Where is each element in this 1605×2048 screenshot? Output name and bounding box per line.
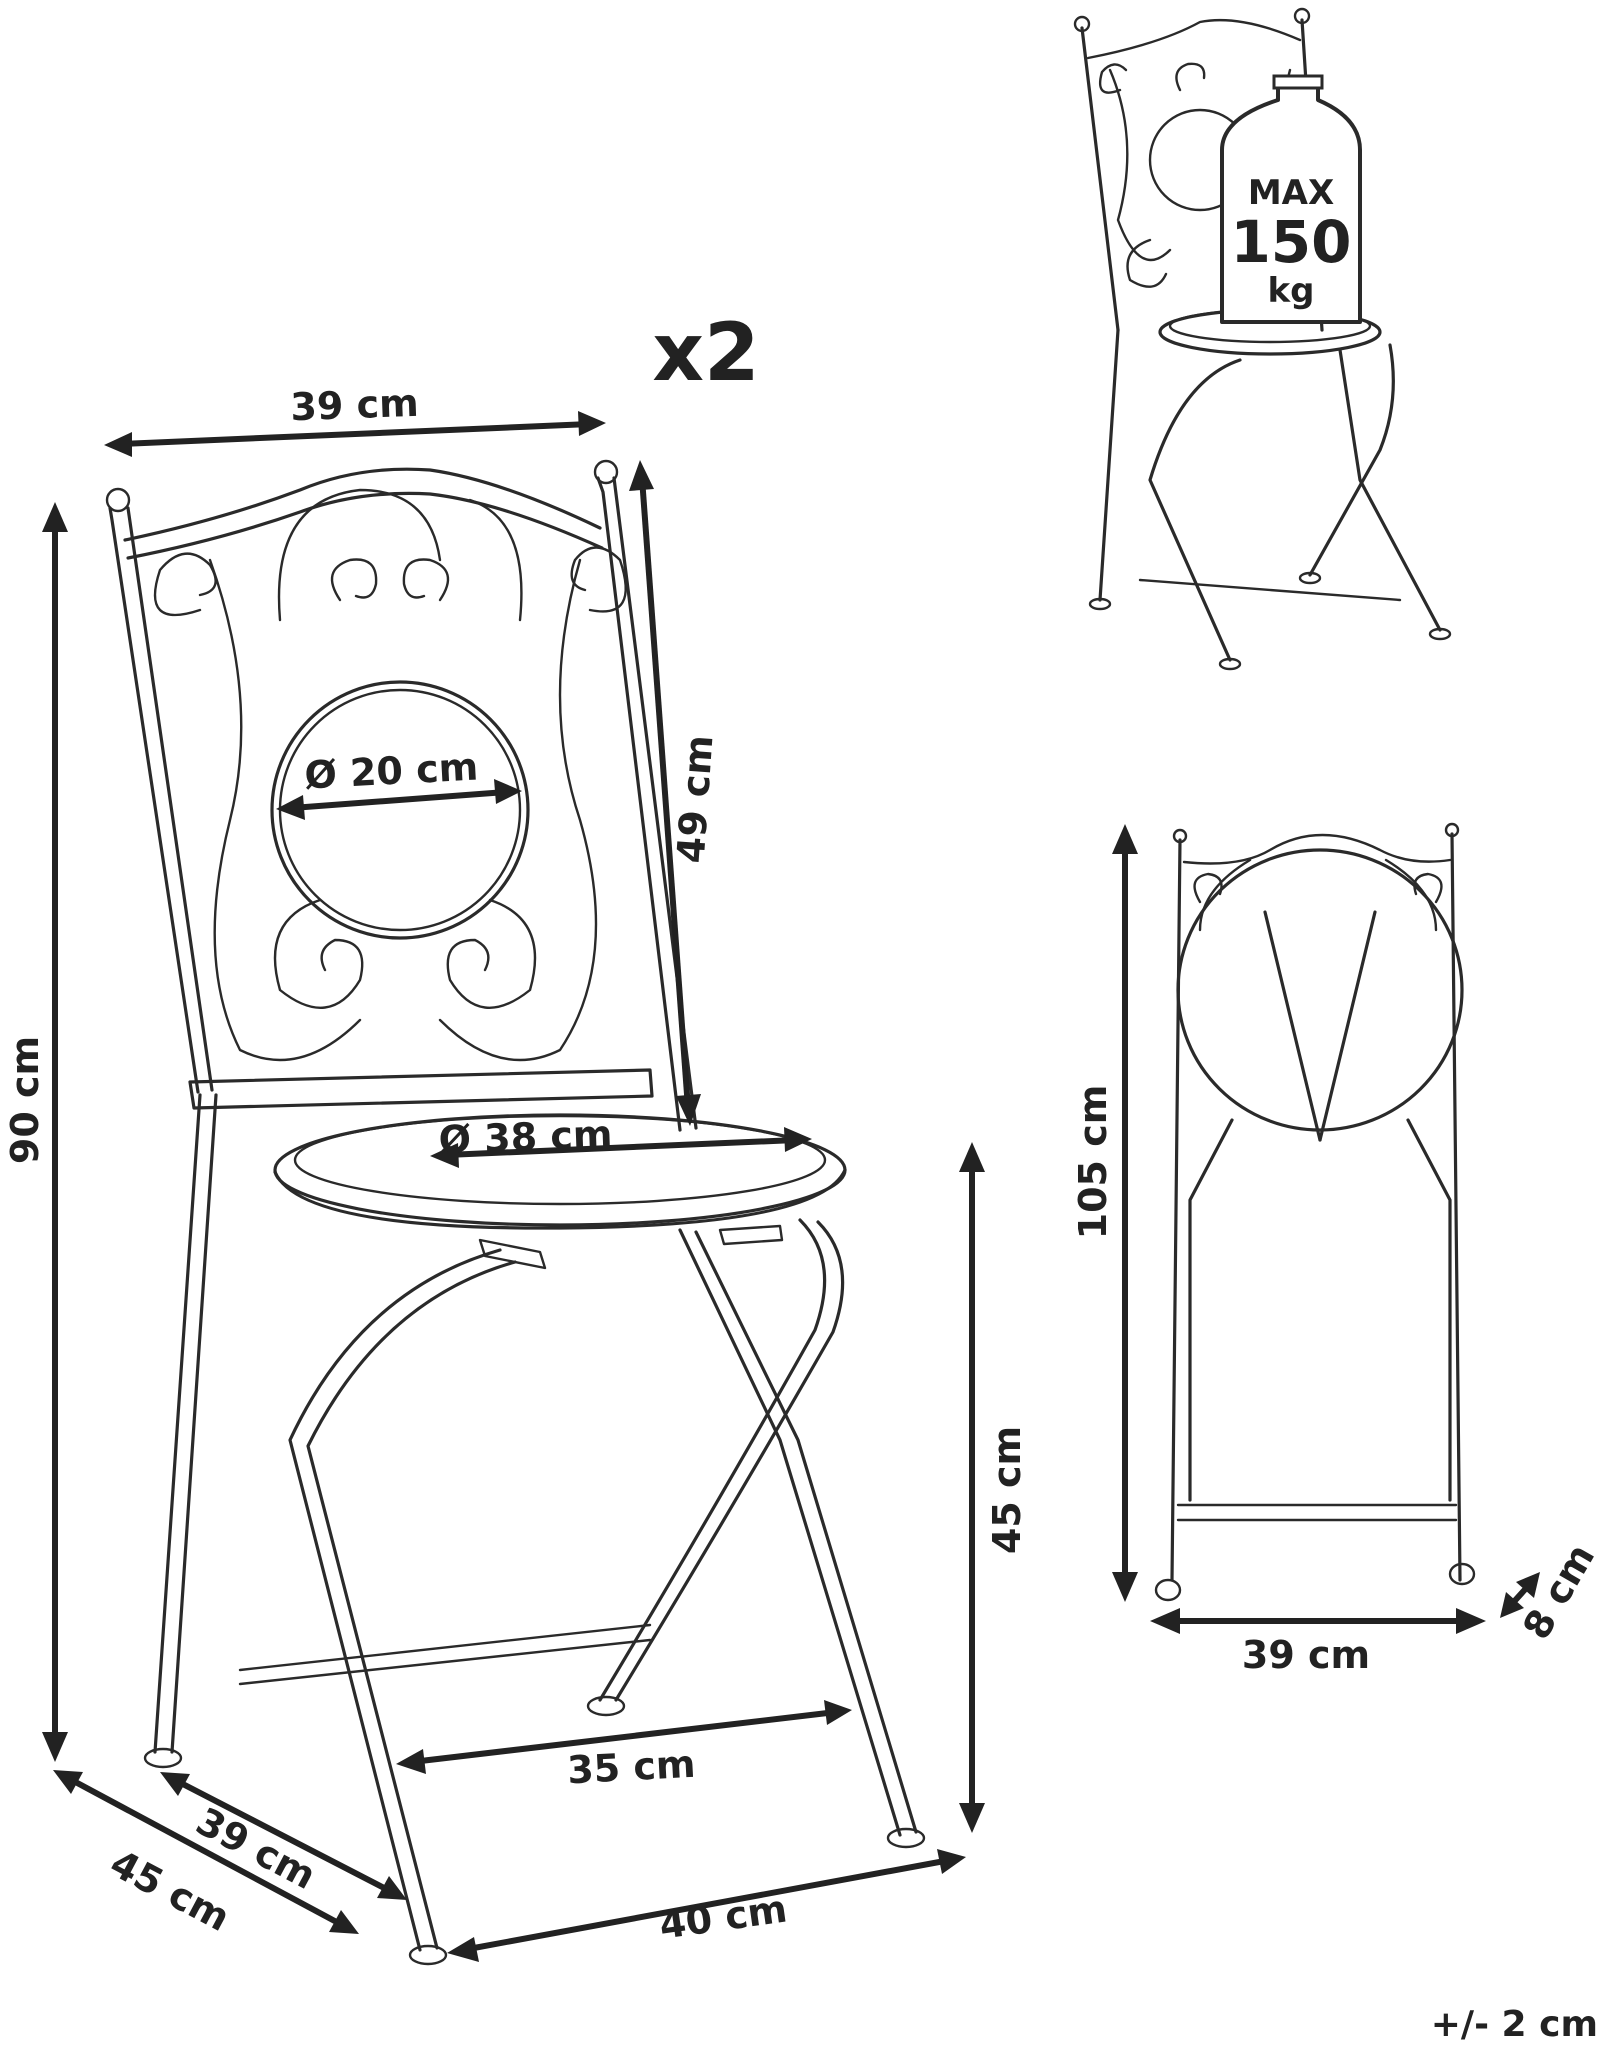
max-load-value: 150 — [1230, 208, 1351, 276]
quantity-label: x2 — [652, 306, 759, 399]
max-load-unit: kg — [1268, 271, 1315, 311]
folded-width-label: 39 cm — [1242, 1633, 1370, 1677]
tolerance-label: +/- 2 cm — [1431, 2004, 1598, 2045]
main-backrest-height-label: 49 cm — [669, 734, 722, 865]
main-depth-inner-label: 39 cm — [189, 1799, 323, 1898]
dimension-labels: x2 39 cm 90 cm 49 cm Ø 20 cm Ø 38 cm 45 … — [3, 306, 1603, 2045]
main-medallion-diameter-label: Ø 20 cm — [303, 745, 479, 798]
main-seat-height-label: 45 cm — [985, 1426, 1029, 1554]
max-load-badge: MAX 150 kg — [1220, 74, 1362, 324]
main-width-top-label: 39 cm — [290, 381, 420, 429]
main-dimension-lines — [42, 411, 985, 1962]
main-leg-span-label: 35 cm — [566, 1742, 696, 1793]
max-load-line1: MAX — [1248, 173, 1334, 213]
folded-dimension-lines — [1112, 824, 1540, 1634]
folded-height-label: 105 cm — [1071, 1085, 1115, 1240]
main-width-bottom-label: 40 cm — [657, 1886, 790, 1947]
main-chair-drawing — [105, 459, 926, 1966]
main-seat-diameter-label: Ø 38 cm — [438, 1112, 613, 1162]
folded-chair-drawing — [1154, 822, 1476, 1602]
main-height-total-label: 90 cm — [3, 1036, 47, 1164]
